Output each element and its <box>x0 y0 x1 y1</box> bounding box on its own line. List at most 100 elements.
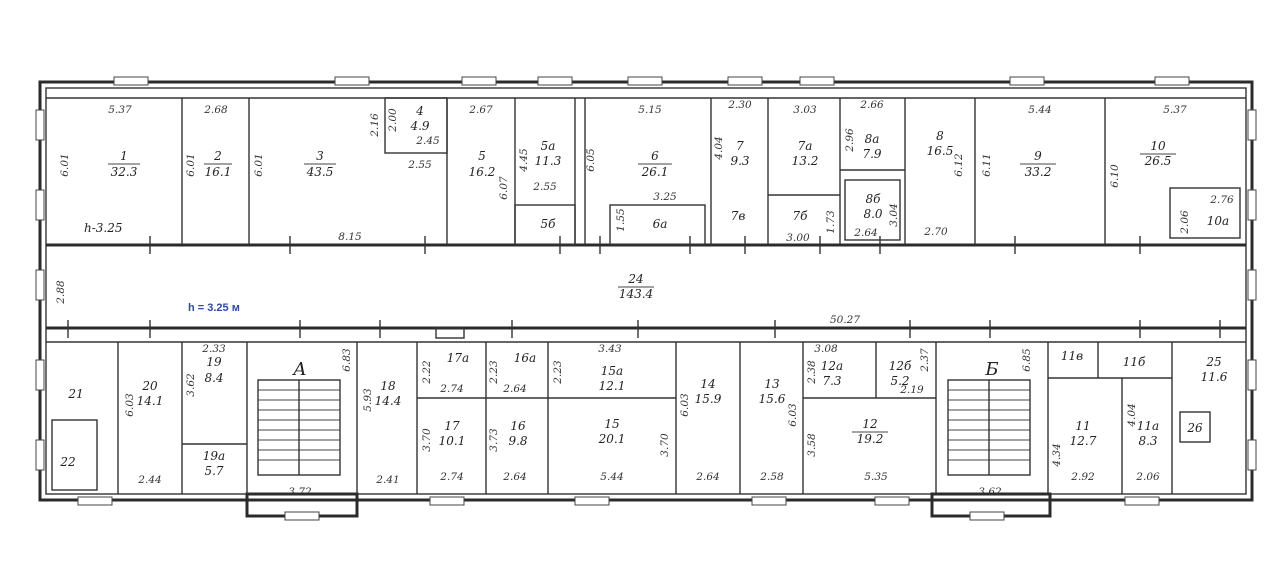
room-number: 14 <box>700 377 715 391</box>
room-area: 26.5 <box>1144 154 1172 168</box>
dim-label: 2.96 <box>844 128 856 153</box>
dim-label: 6.11 <box>981 153 993 176</box>
dim-label: 2.55 <box>532 181 557 193</box>
room-area: 5.2 <box>890 374 909 388</box>
room-number: 12 <box>862 417 877 431</box>
dim-label: 2.67 <box>468 104 493 116</box>
room-number: 1 <box>120 149 128 163</box>
room-area: 15.6 <box>759 392 786 406</box>
label-underlines <box>108 153 1176 433</box>
room-number: 16 <box>510 419 526 433</box>
room-area: 11.6 <box>1201 370 1228 384</box>
dim-label: 1.73 <box>825 210 837 234</box>
dim-label: 2.41 <box>375 474 399 486</box>
dim-label: 4.04 <box>1126 403 1138 427</box>
dim-label: 2.58 <box>759 471 784 483</box>
dim-label: 2.23 <box>552 360 564 385</box>
dim-label: 6.03 <box>124 393 136 417</box>
dim-label: 2.64 <box>502 471 526 483</box>
top-partitions <box>46 97 1246 246</box>
room-number: 8 <box>936 129 944 143</box>
room-number: 20 <box>141 379 158 393</box>
dim-label: 2.64 <box>695 471 719 483</box>
dim-label: 2.19 <box>899 384 924 396</box>
dimensions-vertical-bottom: 3.70 3.73 3.70 3.58 4.34 4.04 <box>421 403 1138 467</box>
room-area: 14.1 <box>137 394 164 408</box>
dim-label: 2.44 <box>137 474 161 486</box>
dim-label: 4.04 <box>713 136 725 160</box>
stair-letter-b: Б <box>984 359 998 380</box>
windows <box>35 76 1257 521</box>
room-number: 11 <box>1075 419 1090 433</box>
dim-label: 2.55 <box>407 159 432 171</box>
room-number: 7в <box>731 209 746 223</box>
dim-label: 5.15 <box>638 104 662 116</box>
stair-letter-a: А <box>291 359 307 380</box>
room-number: 12б <box>889 359 912 373</box>
dim-label: 2.30 <box>727 99 752 111</box>
room-area: 8.3 <box>1138 434 1157 448</box>
dim-label: 3.08 <box>814 343 838 355</box>
room-number: 5 <box>478 149 486 163</box>
room-number: 19а <box>203 449 225 463</box>
dim-label: 3.70 <box>421 428 433 452</box>
room-number: 11а <box>1137 419 1159 433</box>
room-number: 7 <box>736 139 744 153</box>
room-number: 9 <box>1034 149 1042 163</box>
dim-label: 2.00 <box>387 108 399 133</box>
dimensions-bottom: 2.44 3.72 2.41 2.74 2.64 5.44 2.64 2.58 … <box>137 471 1160 498</box>
room-area: 10.1 <box>439 434 466 448</box>
dimensions-top-inner: 8.15 2.55 2.45 3.25 2.55 3.00 2.64 2.70 … <box>338 135 1234 244</box>
room-number: 18 <box>380 379 396 393</box>
dim-label: 2.76 <box>1209 194 1234 206</box>
dim-label: 3.73 <box>488 428 500 452</box>
room-area: 7.9 <box>862 147 881 161</box>
dim-label: 2.74 <box>439 471 463 483</box>
room-number: 26 <box>1186 421 1203 435</box>
room-number: 10 <box>1150 139 1166 153</box>
dim-label: 5.93 <box>362 388 374 412</box>
stair-b <box>947 379 1031 476</box>
bottom-partitions <box>46 327 1246 494</box>
dim-label: 2.16 <box>369 113 381 138</box>
room-area: 12.1 <box>599 379 626 393</box>
dim-label: 2.88 <box>55 280 67 305</box>
dimensions-mid: 2.88 2.33 3.62 3.43 3.08 2.38 2.37 2.19 … <box>55 280 1033 427</box>
dim-label: 6.83 <box>341 348 353 372</box>
dim-label: 5.37 <box>108 104 132 116</box>
room-number: 8б <box>866 192 882 206</box>
dim-label: 3.70 <box>659 433 671 457</box>
room-number: 6 <box>651 149 659 163</box>
room-area: 4.9 <box>409 119 429 133</box>
dim-label: 1.55 <box>615 208 627 232</box>
room-number: 15а <box>601 364 623 378</box>
dim-label: 6.01 <box>253 153 265 176</box>
room-number: 25 <box>1205 355 1221 369</box>
dim-label: 6.05 <box>585 148 597 172</box>
dim-label: 3.00 <box>786 232 810 244</box>
room-area: 20.1 <box>598 432 626 446</box>
room-area: 33.2 <box>1025 165 1052 179</box>
door-ticks <box>67 236 1221 338</box>
room-area: 13.2 <box>792 154 819 168</box>
dim-label: 6.10 <box>1109 164 1121 188</box>
room-number: 10а <box>1207 214 1229 228</box>
dim-label: 3.72 <box>288 486 312 498</box>
dim-label: 8.15 <box>338 231 362 243</box>
room-number: 17а <box>447 351 469 365</box>
dim-label: 6.07 <box>498 176 510 200</box>
dim-label: 2.06 <box>1179 210 1191 235</box>
corridor-area: 143.4 <box>619 287 653 301</box>
dim-label: 3.03 <box>793 104 817 116</box>
dim-label: 6.03 <box>787 403 799 427</box>
room-area: 32.3 <box>111 165 138 179</box>
room-area: 7.3 <box>822 374 841 388</box>
room-area: 9.3 <box>730 154 749 168</box>
dim-label: 6.12 <box>953 153 965 177</box>
room-number: 4 <box>415 104 424 118</box>
room-number: 5б <box>541 217 557 231</box>
dim-label: 5.44 <box>1028 104 1051 116</box>
room-number: 22 <box>59 455 75 469</box>
room-number: 5а <box>541 139 556 153</box>
room-area: 12.7 <box>1070 434 1097 448</box>
